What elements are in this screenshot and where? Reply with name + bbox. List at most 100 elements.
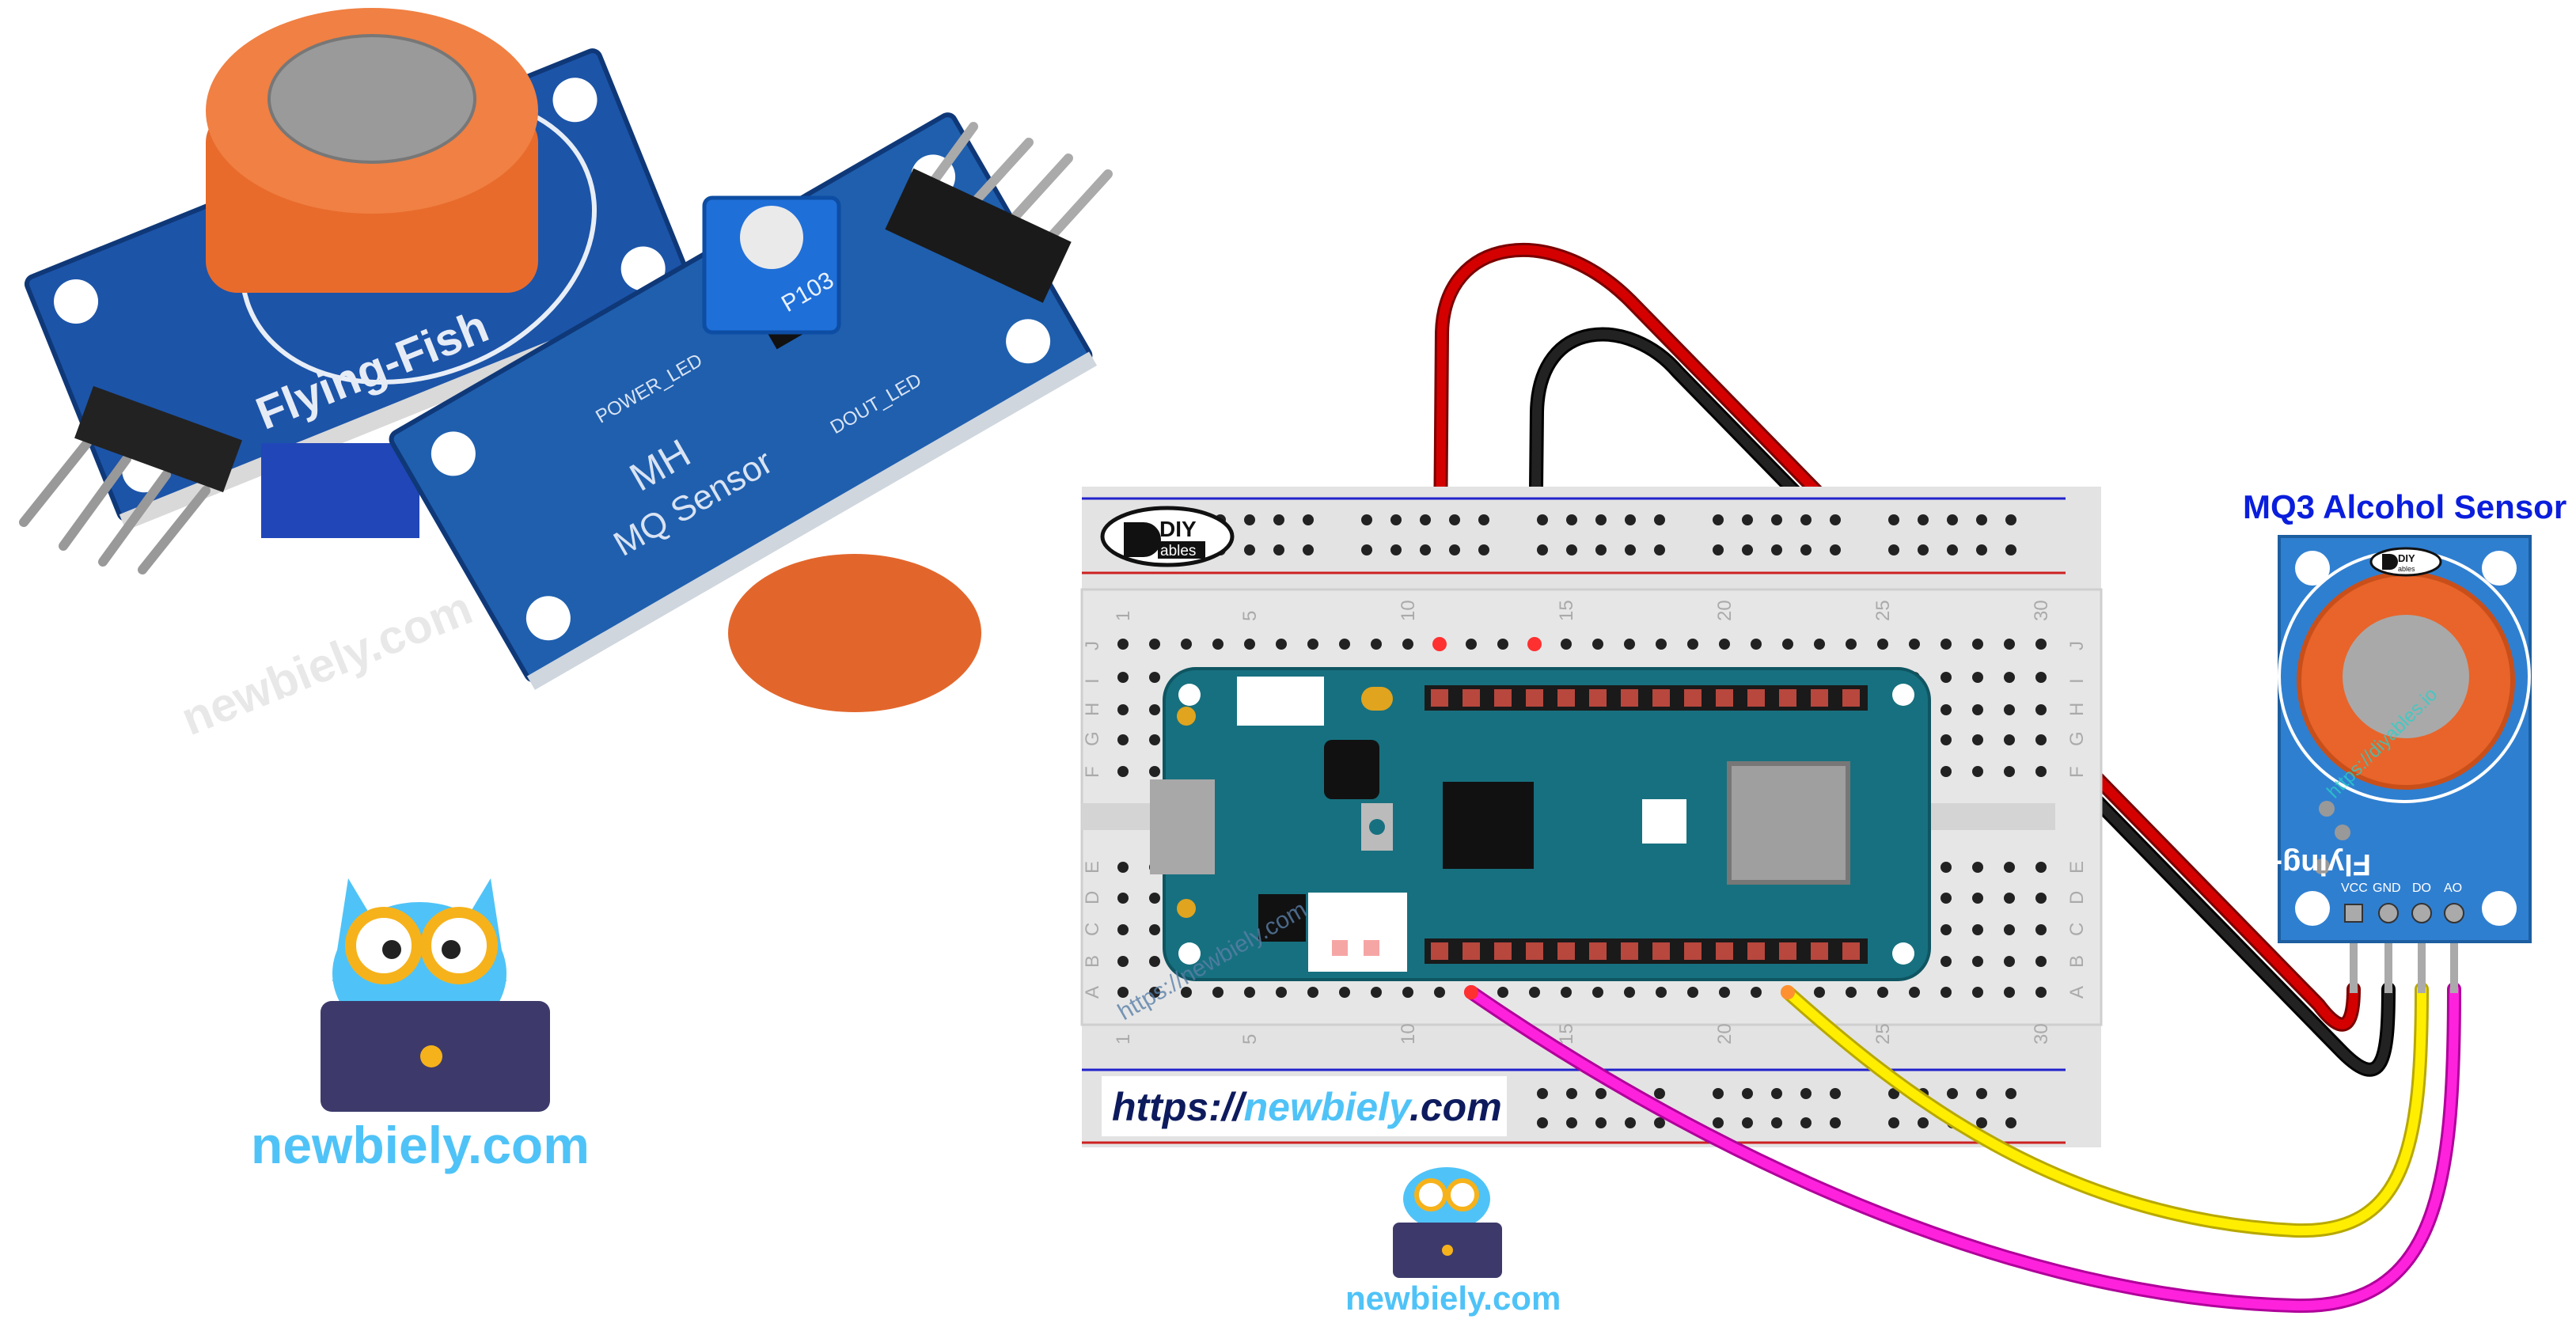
breadboard-hole[interactable] [1149, 672, 1160, 683]
breadboard-hole[interactable] [1713, 1088, 1724, 1099]
breadboard-hole[interactable] [1719, 987, 1730, 998]
breadboard-hole[interactable] [1941, 893, 1952, 904]
breadboard-hole[interactable] [1941, 956, 1952, 967]
breadboard-hole[interactable] [1307, 639, 1318, 650]
breadboard-hole[interactable] [1497, 639, 1508, 650]
breadboard-hole[interactable] [1742, 514, 1753, 525]
breadboard-hole[interactable] [1561, 987, 1572, 998]
breadboard-hole[interactable] [2035, 956, 2047, 967]
breadboard-hole[interactable] [1800, 1117, 1812, 1128]
breadboard-hole[interactable] [1972, 862, 1983, 873]
breadboard-hole[interactable] [1149, 924, 1160, 935]
breadboard-hole[interactable] [1941, 766, 1952, 777]
breadboard-hole[interactable] [1117, 924, 1129, 935]
breadboard-hole[interactable] [1117, 704, 1129, 715]
breadboard-hole[interactable] [1566, 1088, 1577, 1099]
breadboard-hole[interactable] [2005, 544, 2016, 555]
breadboard-hole[interactable] [1972, 924, 1983, 935]
breadboard-hole[interactable] [1339, 987, 1350, 998]
breadboard-hole[interactable] [2005, 1117, 2016, 1128]
breadboard-hole[interactable] [1244, 987, 1255, 998]
breadboard-hole[interactable] [2035, 672, 2047, 683]
breadboard-hole[interactable] [1941, 862, 1952, 873]
breadboard-hole[interactable] [1273, 514, 1284, 525]
breadboard-hole[interactable] [1687, 987, 1698, 998]
breadboard-hole[interactable] [1909, 987, 1920, 998]
breadboard-hole[interactable] [2035, 734, 2047, 745]
breadboard-hole[interactable] [1814, 639, 1825, 650]
breadboard-hole[interactable] [1771, 514, 1782, 525]
breadboard-hole[interactable] [1537, 544, 1548, 555]
breadboard-hole[interactable] [1537, 1117, 1548, 1128]
breadboard-hole[interactable] [2035, 862, 2047, 873]
breadboard-hole[interactable] [2004, 672, 2015, 683]
breadboard-hole[interactable] [1449, 514, 1460, 525]
breadboard-hole[interactable] [2035, 893, 2047, 904]
breadboard-hole[interactable] [2004, 862, 2015, 873]
breadboard-hole[interactable] [1654, 1088, 1665, 1099]
breadboard-hole[interactable] [1972, 987, 1983, 998]
breadboard-hole[interactable] [1771, 544, 1782, 555]
breadboard-hole[interactable] [1244, 544, 1255, 555]
breadboard-hole[interactable] [1434, 987, 1445, 998]
breadboard-hole[interactable] [1625, 1117, 1636, 1128]
breadboard-hole[interactable] [1595, 514, 1607, 525]
breadboard-hole[interactable] [1303, 544, 1314, 555]
breadboard-hole[interactable] [2004, 704, 2015, 715]
breadboard-hole[interactable] [1830, 1117, 1841, 1128]
breadboard-hole[interactable] [1212, 639, 1224, 650]
breadboard-hole[interactable] [1918, 544, 1929, 555]
breadboard-hole[interactable] [1390, 544, 1402, 555]
breadboard-hole[interactable] [1303, 514, 1314, 525]
breadboard-hole[interactable] [1830, 1088, 1841, 1099]
breadboard-hole[interactable] [1566, 514, 1577, 525]
newbiely-logo-left[interactable]: newbiely.com [251, 878, 590, 1174]
breadboard-hole[interactable] [1972, 672, 1983, 683]
breadboard-hole[interactable] [1402, 987, 1413, 998]
breadboard-hole[interactable] [2035, 704, 2047, 715]
breadboard-hole[interactable] [1390, 514, 1402, 525]
breadboard-hole[interactable] [1941, 924, 1952, 935]
breadboard-hole[interactable] [1751, 987, 1762, 998]
breadboard-hole[interactable] [1420, 544, 1431, 555]
breadboard-hole[interactable] [1656, 987, 1667, 998]
breadboard-hole[interactable] [2005, 1088, 2016, 1099]
breadboard-hole[interactable] [1972, 734, 1983, 745]
breadboard-hole[interactable] [1713, 544, 1724, 555]
breadboard-hole[interactable] [1117, 734, 1129, 745]
breadboard-hole[interactable] [2004, 987, 2015, 998]
url-banner[interactable]: https://newbiely.com [1102, 1076, 1507, 1136]
breadboard-hole[interactable] [1976, 544, 1987, 555]
breadboard-hole[interactable] [1976, 1117, 1987, 1128]
breadboard-hole[interactable] [2004, 956, 2015, 967]
breadboard-hole[interactable] [1149, 639, 1160, 650]
breadboard-hole[interactable] [1742, 1117, 1753, 1128]
breadboard-hole[interactable] [1466, 639, 1477, 650]
breadboard-hole[interactable] [1800, 544, 1812, 555]
breadboard-hole[interactable] [1941, 734, 1952, 745]
breadboard-hole[interactable] [1972, 639, 1983, 650]
breadboard-hole[interactable] [1941, 704, 1952, 715]
breadboard-hole[interactable] [1941, 639, 1952, 650]
breadboard-hole[interactable] [1276, 987, 1287, 998]
breadboard-hole[interactable] [1402, 639, 1413, 650]
breadboard-hole[interactable] [1941, 987, 1952, 998]
breadboard-hole[interactable] [1117, 672, 1129, 683]
breadboard-hole[interactable] [1972, 956, 1983, 967]
breadboard-hole[interactable] [1561, 639, 1572, 650]
breadboard-hole[interactable] [1625, 514, 1636, 525]
breadboard-hole[interactable] [1592, 639, 1603, 650]
breadboard-hole[interactable] [1149, 734, 1160, 745]
breadboard-hole[interactable] [1212, 987, 1224, 998]
breadboard-hole[interactable] [1117, 956, 1129, 967]
breadboard-hole[interactable] [1888, 514, 1899, 525]
newbiely-logo-bottom[interactable]: newbiely.com [1345, 1167, 1561, 1317]
breadboard-hole[interactable] [2004, 734, 2015, 745]
breadboard-hole[interactable] [1918, 514, 1929, 525]
breadboard-hole[interactable] [1361, 514, 1372, 525]
breadboard-hole[interactable] [1478, 544, 1489, 555]
breadboard-hole[interactable] [1888, 1117, 1899, 1128]
breadboard-hole[interactable] [1592, 987, 1603, 998]
breadboard-hole[interactable] [1478, 514, 1489, 525]
breadboard-hole[interactable] [1149, 987, 1160, 998]
